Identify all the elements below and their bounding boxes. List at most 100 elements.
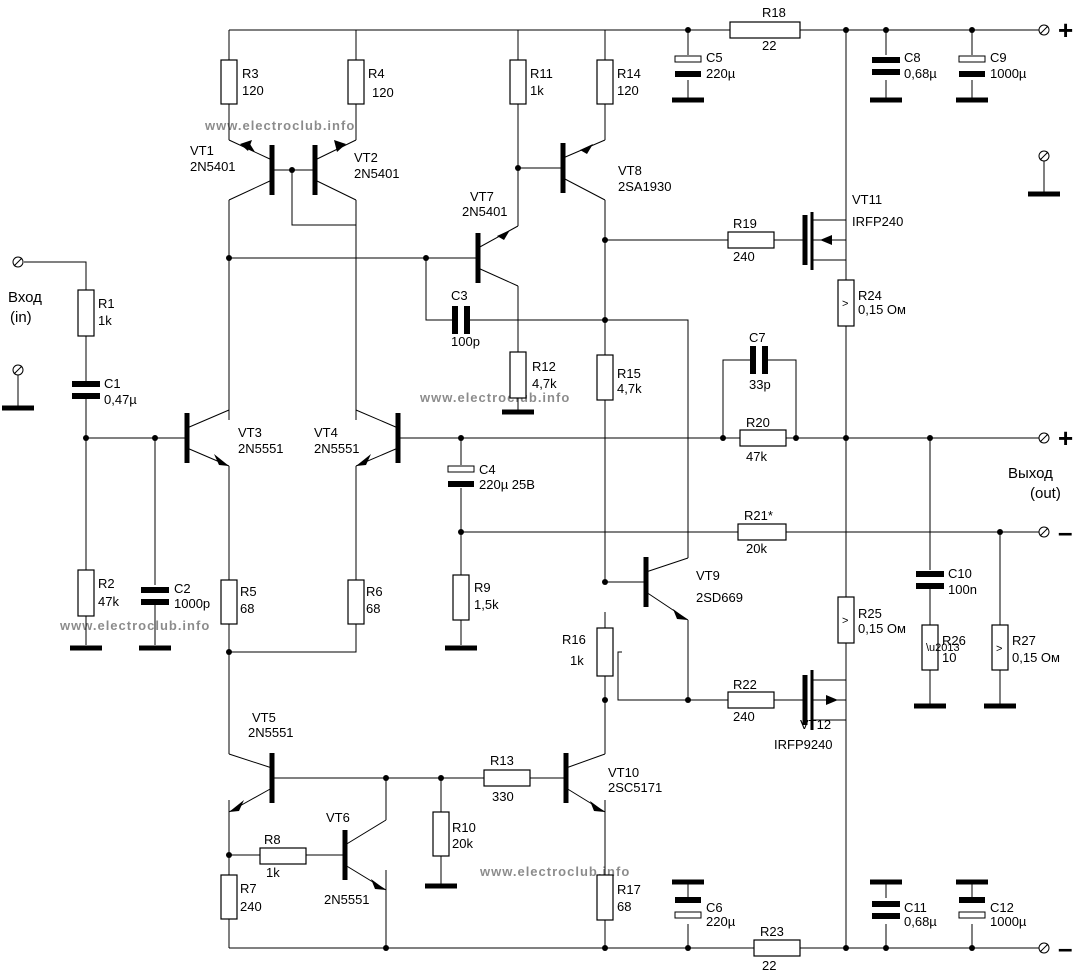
resistor-R9[interactable]: R91,5k [452, 574, 499, 621]
svg-text:VT11: VT11 [852, 192, 882, 207]
svg-text:VT6: VT6 [326, 810, 350, 825]
terminal-minus-supply[interactable]: – [1038, 933, 1072, 963]
terminal-input[interactable] [12, 256, 24, 268]
svg-text:C12: C12 [990, 900, 1014, 915]
svg-text:220µ: 220µ [706, 66, 736, 81]
svg-text:240: 240 [240, 899, 262, 914]
svg-text:0,15 Ом: 0,15 Ом [858, 302, 906, 317]
terminal-input-ground[interactable] [2, 364, 34, 411]
svg-text:68: 68 [617, 899, 631, 914]
svg-text:VT8: VT8 [618, 163, 642, 178]
svg-text:0,15 Ом: 0,15 Ом [858, 621, 906, 636]
terminal-output-minus[interactable]: – [1038, 517, 1072, 547]
capacitor-C8[interactable]: C80,68µ [872, 50, 937, 81]
terminals: + – + – Вход (in) Выход (out) [2, 15, 1073, 963]
svg-text:120: 120 [372, 85, 394, 100]
svg-text:33p: 33p [749, 377, 771, 392]
grounds [70, 80, 1016, 898]
svg-text:>: > [996, 643, 1002, 655]
svg-text:R15: R15 [617, 366, 641, 381]
svg-text:C8: C8 [904, 50, 921, 65]
svg-text:VT12: VT12 [800, 717, 831, 732]
capacitor-C1[interactable]: C10,47µ [72, 376, 137, 408]
svg-text:68: 68 [366, 601, 380, 616]
svg-text:R2: R2 [98, 576, 115, 591]
svg-text:–: – [1058, 517, 1072, 547]
svg-text:1000µ: 1000µ [990, 914, 1027, 929]
input-label: Вход [8, 289, 42, 306]
svg-text:C3: C3 [451, 288, 468, 303]
terminal-output-plus[interactable]: + [1038, 423, 1073, 453]
watermark-2: www.electroclub.info [419, 390, 570, 405]
svg-text:+: + [1058, 423, 1073, 453]
svg-text:C5: C5 [706, 50, 723, 65]
svg-text:R12: R12 [532, 359, 556, 374]
svg-text:R1: R1 [98, 296, 115, 311]
svg-text:2N5401: 2N5401 [462, 204, 508, 219]
svg-text:2N5551: 2N5551 [248, 725, 294, 740]
svg-text:2N5401: 2N5401 [190, 159, 236, 174]
svg-text:2N5551: 2N5551 [238, 441, 284, 456]
resistor-R21[interactable]: R21*20k [737, 508, 787, 556]
svg-text:C2: C2 [174, 581, 191, 596]
svg-text:220µ 25B: 220µ 25B [479, 477, 535, 492]
svg-text:68: 68 [240, 601, 254, 616]
watermark-3: www.electroclub.info [59, 618, 210, 633]
junctions [83, 27, 1003, 951]
svg-text:R20: R20 [746, 415, 770, 430]
svg-text:R6: R6 [366, 584, 383, 599]
terminal-ground-right[interactable] [1028, 150, 1060, 197]
svg-text:R3: R3 [242, 66, 259, 81]
svg-text:0,68µ: 0,68µ [904, 914, 937, 929]
terminal-plus-supply[interactable]: + [1038, 15, 1073, 45]
svg-text:R4: R4 [368, 66, 385, 81]
